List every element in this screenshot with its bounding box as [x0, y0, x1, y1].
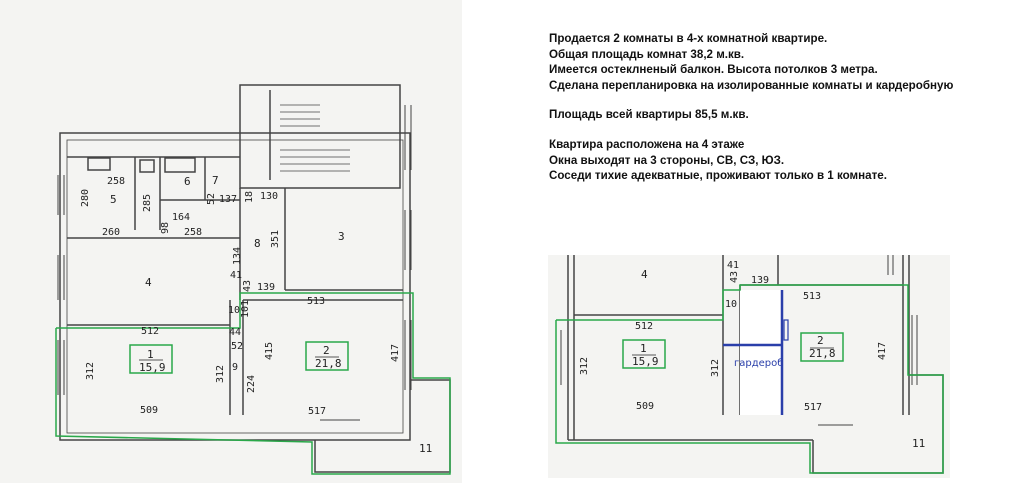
- room-number: 8: [254, 237, 261, 250]
- dim-label: 18: [244, 191, 255, 203]
- dim-label: 224: [246, 375, 257, 393]
- floor-plan-redesign: 41 43 139 10 513 512 312 312 417 509 517…: [548, 255, 950, 478]
- room-number: 3: [338, 230, 345, 243]
- dim-label: 260: [102, 227, 120, 238]
- dim-label: 130: [260, 191, 278, 202]
- dim-label: 43: [729, 271, 740, 283]
- room-area: 15,9: [632, 355, 659, 368]
- total-area-line: Площадь всей квартиры 85,5 м.кв.: [549, 108, 749, 122]
- room-number: 1: [147, 348, 154, 361]
- room-area: 21,8: [315, 357, 342, 370]
- dim-label: 10: [228, 305, 240, 316]
- room-area: 21,8: [809, 347, 836, 360]
- room-number: 11: [419, 442, 432, 455]
- dim-label: 258: [107, 176, 125, 187]
- dim-label: 41: [727, 260, 739, 271]
- description-line: Имеется остеклненый балкон. Высота потол…: [549, 63, 878, 77]
- dim-label: 312: [215, 365, 226, 383]
- dim-label: 52: [206, 193, 217, 205]
- dim-label: 351: [270, 230, 281, 248]
- description-line: Соседи тихие адекватные, проживают тольк…: [549, 169, 887, 183]
- dim-label: 44: [229, 327, 241, 338]
- floor-plan-original: 258 280 285 164 98 52 137 18 130 260 258…: [0, 0, 462, 483]
- dim-label: 285: [142, 194, 153, 212]
- dim-label: 41: [230, 270, 242, 281]
- listing-description: Продается 2 комнаты в 4-х комнатной квар…: [549, 31, 1019, 184]
- dim-label: 139: [257, 282, 275, 293]
- room-number: 5: [110, 193, 117, 206]
- dim-label: 137: [219, 194, 237, 205]
- description-line: Общая площадь комнат 38,2 м.кв.: [549, 47, 745, 61]
- dim-label: 9: [232, 362, 238, 373]
- dim-label: 417: [390, 344, 401, 362]
- dim-label: 52: [231, 341, 243, 352]
- dim-label: 312: [710, 359, 721, 377]
- room-number: 2: [323, 344, 330, 357]
- dim-label: 415: [264, 342, 275, 360]
- room-number: 7: [212, 174, 219, 187]
- description-line: Продается 2 комнаты в 4-х комнатной квар…: [549, 32, 828, 45]
- room-area: 15,9: [139, 361, 166, 374]
- room-number: 4: [145, 276, 152, 289]
- description-line: Сделана перепланировка на изолированные …: [549, 78, 954, 92]
- dim-label: 512: [141, 326, 159, 337]
- dim-label: 517: [804, 402, 822, 413]
- wardrobe-label: гардероб: [734, 358, 783, 369]
- dim-label: 513: [307, 296, 325, 307]
- description-line: Окна выходят на 3 стороны, СВ, СЗ, ЮЗ.: [549, 153, 785, 167]
- dim-label: 101: [240, 300, 251, 318]
- dim-label: 134: [232, 247, 243, 265]
- dim-label: 280: [80, 189, 91, 207]
- dim-label: 10: [725, 299, 737, 310]
- dim-label: 417: [877, 342, 888, 360]
- dim-label: 164: [172, 212, 190, 223]
- room-number: 1: [640, 342, 647, 355]
- dim-label: 258: [184, 227, 202, 238]
- dim-label: 517: [308, 406, 326, 417]
- room-number: 6: [184, 175, 191, 188]
- dim-label: 509: [636, 401, 654, 412]
- dim-label: 513: [803, 291, 821, 302]
- room-number: 4: [641, 268, 648, 281]
- redesign-plan-svg: 41 43 139 10 513 512 312 312 417 509 517…: [555, 255, 944, 474]
- dim-label: 98: [160, 222, 171, 234]
- description-line: Квартира расположена на 4 этаже: [549, 137, 745, 151]
- dim-label: 509: [140, 405, 158, 416]
- wardrobe-area: [740, 290, 782, 415]
- room-number: 11: [912, 437, 925, 450]
- dim-label: 312: [579, 357, 590, 375]
- dim-label: 512: [635, 321, 653, 332]
- room-number: 2: [817, 334, 824, 347]
- stair-core: [239, 84, 401, 189]
- dim-label: 139: [751, 275, 769, 286]
- dim-label: 312: [85, 362, 96, 380]
- floor-plan-svg: 258 280 285 164 98 52 137 18 130 260 258…: [55, 84, 451, 475]
- rooms-highlight: [55, 292, 451, 475]
- dim-label: 43: [242, 280, 253, 292]
- rooms-highlight: [555, 284, 944, 474]
